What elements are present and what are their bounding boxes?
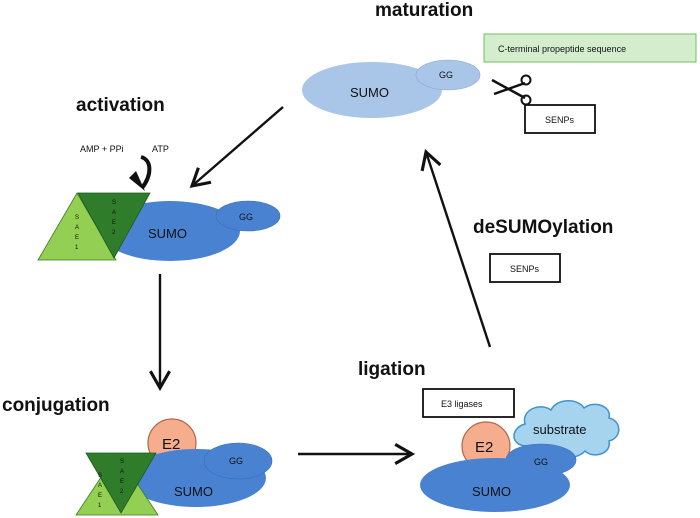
atp-label: ATP [152, 144, 169, 154]
atp-hydrolysis-arrow-icon [129, 155, 152, 191]
svg-text:E: E [75, 235, 79, 241]
gg-tail-immature [415, 59, 481, 91]
propeptide-box: C-terminal propeptide sequence [483, 33, 697, 63]
e2-label-conjugation: E2 [162, 436, 180, 453]
svg-text:E: E [98, 493, 102, 499]
senps-box-maturation: SENPs [524, 104, 596, 134]
svg-text:E: E [112, 220, 116, 226]
sumo-label-ligation: SUMO [472, 484, 511, 499]
senps-label-desumoylation: SENPs [510, 264, 540, 274]
stage-title-conjugation: conjugation [2, 395, 110, 416]
gg-label-conjugation: GG [229, 456, 243, 466]
gg-tail-conjugation [203, 442, 273, 480]
gg-label-ligation: GG [534, 457, 548, 467]
gg-label-immature: GG [439, 70, 453, 80]
svg-text:2: 2 [120, 489, 124, 495]
svg-text:S: S [112, 200, 116, 206]
activation-complex: SUMO GG S A E 1 S A E 2 [37, 192, 281, 261]
senps-label-maturation: SENPs [545, 115, 575, 125]
maturation-sumo: SUMO GG [302, 59, 481, 118]
arrow-maturation-to-activation [189, 106, 284, 189]
svg-text:2: 2 [112, 230, 116, 236]
svg-text:A: A [120, 469, 124, 475]
conjugation-complex: E2 SUMO GG S A E 1 S A E 2 [75, 418, 273, 516]
ligation-complex: substrate E2 GG SUMO [420, 400, 620, 512]
gg-label-activation: GG [239, 212, 253, 222]
sae2-triangle [77, 192, 151, 259]
stage-title-desumoylation: deSUMOylation [473, 217, 613, 238]
sae2-label: S A E 2 [112, 200, 116, 236]
sae1-label-conjugation: S A E 1 [98, 473, 102, 509]
substrate-label: substrate [533, 422, 586, 437]
propeptide-label: C-terminal propeptide sequence [498, 44, 626, 54]
svg-text:1: 1 [98, 503, 102, 509]
svg-text:A: A [112, 210, 116, 216]
scissors-icon [491, 74, 532, 106]
svg-text:S: S [75, 215, 79, 221]
gg-tail-activation [215, 200, 281, 232]
sae2-label-conjugation: S A E 2 [120, 459, 124, 495]
sumo-body-ligation [420, 458, 570, 512]
amp-ppi-label: AMP + PPi [80, 144, 124, 154]
arrow-ligation-to-maturation [420, 149, 492, 348]
svg-text:A: A [98, 483, 102, 489]
sumo-label-immature: SUMO [350, 85, 389, 100]
svg-text:S: S [98, 473, 102, 479]
senps-box-desumoylation: SENPs [489, 253, 561, 283]
svg-text:A: A [75, 225, 79, 231]
svg-text:S: S [120, 459, 124, 465]
svg-text:E: E [120, 479, 124, 485]
e2-label-ligation: E2 [475, 439, 493, 456]
stage-title-maturation: maturation [375, 0, 473, 21]
sae1-label: S A E 1 [75, 215, 79, 251]
e3-ligases-box: E3 ligases [422, 388, 515, 418]
sumo-label-conjugation: SUMO [174, 484, 213, 499]
sumo-label-activation: SUMO [148, 226, 187, 241]
stage-title-ligation: ligation [358, 359, 426, 380]
sae2-triangle-conjugation [85, 452, 157, 514]
stage-title-activation: activation [76, 95, 165, 116]
svg-text:1: 1 [75, 245, 79, 251]
sumo-body-immature [302, 62, 442, 118]
e3-ligases-label: E3 ligases [441, 399, 483, 409]
